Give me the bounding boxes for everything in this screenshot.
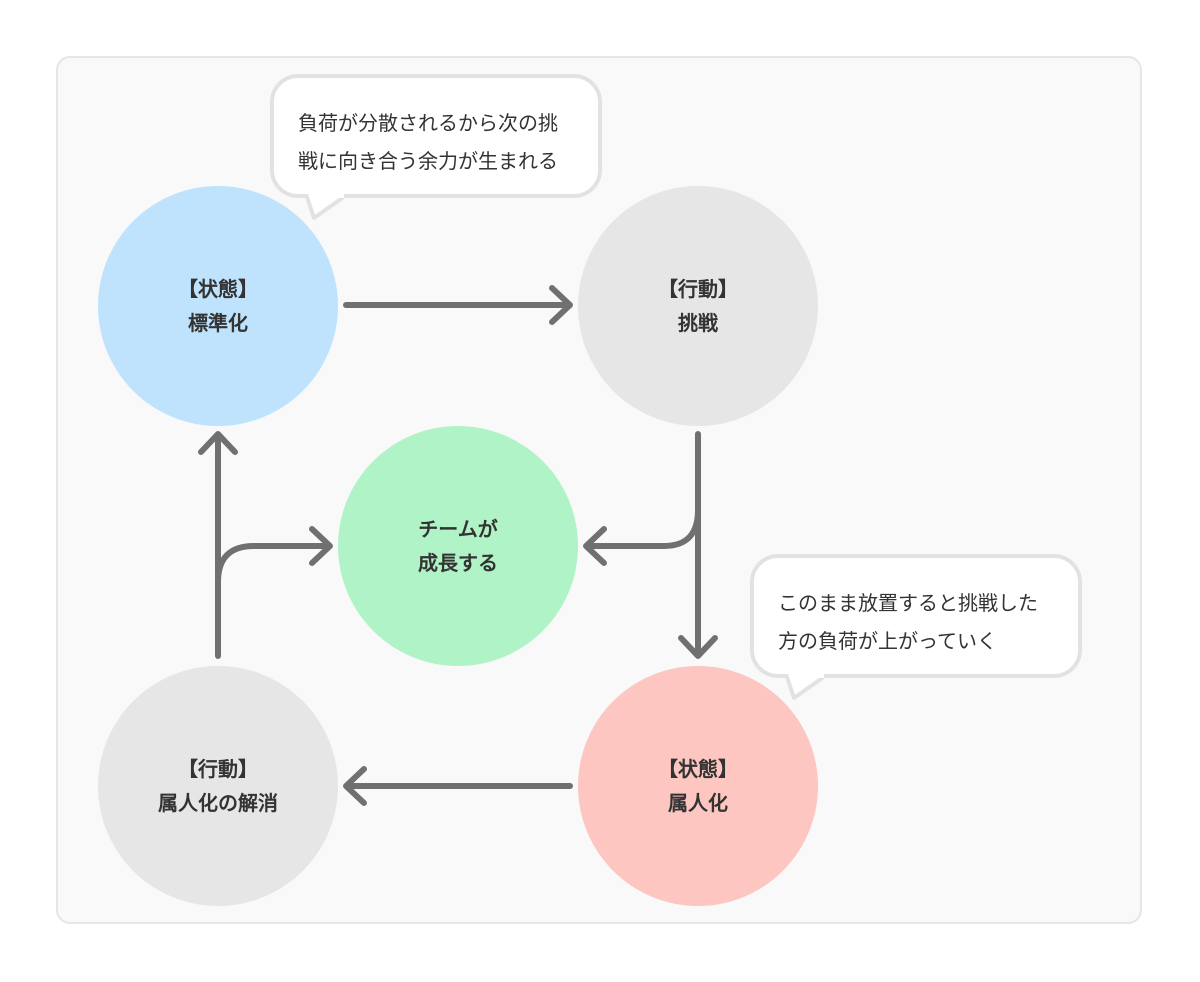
node-standardization-category: 【状態】 [178,277,258,301]
node-challenge-label: 挑戦 [678,311,718,335]
node-resolve-personalization-category: 【行動】 [178,757,258,781]
callout-top-tail [304,194,344,220]
callout-top-line1: 負荷が分散されるから次の挑 [298,111,558,135]
node-standardization: 【状態】 標準化 [98,186,338,426]
callout-right-line1: このまま放置すると挑戦した [778,591,1038,615]
callout-top-line2: 戦に向き合う余力が生まれる [298,149,558,173]
node-challenge: 【行動】 挑戦 [578,186,818,426]
node-standardization-label: 標準化 [188,311,248,335]
arrow-standardization-to-challenge [343,285,573,325]
callout-right-line2: 方の負荷が上がっていく [778,629,997,653]
node-team-growth-line2: 成長する [418,551,498,575]
node-team-growth: チームが 成長する [338,426,578,666]
node-personalization-state: 【状態】 属人化 [578,666,818,906]
callout-right: このまま放置すると挑戦した 方の負荷が上がっていく [750,554,1082,700]
callout-right-tail [784,674,824,700]
node-resolve-personalization-label: 属人化の解消 [158,791,278,815]
node-personalization-state-category: 【状態】 [658,757,738,781]
callout-top: 負荷が分散されるから次の挑 戦に向き合う余力が生まれる [270,74,602,220]
arrow-resolve-to-team-growth [215,526,333,585]
node-resolve-personalization: 【行動】 属人化の解消 [98,666,338,906]
arrow-resolve-to-standardization [198,431,238,659]
node-challenge-category: 【行動】 [658,277,738,301]
arrow-challenge-to-team-growth [583,507,701,566]
arrow-personalization-to-resolve [343,766,573,806]
arrow-challenge-to-personalization [678,431,718,659]
node-personalization-state-label: 属人化 [668,791,728,815]
node-team-growth-line1: チームが [418,517,498,541]
